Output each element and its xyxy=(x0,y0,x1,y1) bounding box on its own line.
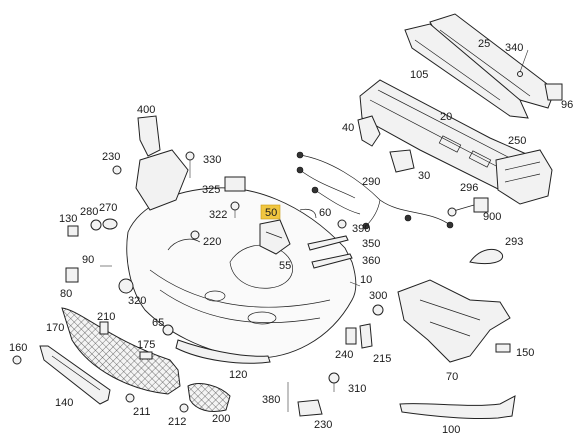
label-293: 293 xyxy=(505,236,523,248)
part-160-shape xyxy=(12,355,22,365)
part-300-shape xyxy=(372,304,384,316)
label-65: 65 xyxy=(152,317,164,329)
label-240: 240 xyxy=(335,349,353,361)
part-230-shape xyxy=(297,399,323,417)
part-30-shape xyxy=(389,149,415,173)
plate-base-140 xyxy=(39,345,111,405)
label-20: 20 xyxy=(440,111,452,123)
part-130-shape xyxy=(67,225,79,237)
bracket-70 xyxy=(397,279,511,363)
trim-strip-120 xyxy=(175,339,271,364)
label-300: 300 xyxy=(369,290,387,302)
label-140: 140 xyxy=(55,397,73,409)
label-320: 320 xyxy=(128,295,146,307)
label-270: 270 xyxy=(99,202,117,214)
label-210: 210 xyxy=(97,311,115,323)
part-60-shape xyxy=(299,208,317,219)
label-25: 25 xyxy=(478,38,490,50)
part-280-shape xyxy=(90,219,102,231)
part-900-shape xyxy=(447,197,489,217)
impact-absorber xyxy=(404,13,556,119)
label-96: 96 xyxy=(561,99,573,111)
part-212-shape xyxy=(179,403,189,413)
part-240-shape xyxy=(345,327,357,345)
wiring-harness xyxy=(296,151,454,230)
part-270-shape xyxy=(102,218,118,230)
label-30: 30 xyxy=(418,170,430,182)
part-322-shape xyxy=(230,201,240,218)
label-170: 170 xyxy=(46,322,64,334)
part-220-shape xyxy=(190,230,200,240)
label-10: 10 xyxy=(360,274,372,286)
part-360-shape xyxy=(311,253,353,269)
callout-labels: 25 340 105 96 20 400 40 250 230 330 30 2… xyxy=(9,38,573,434)
part-215-shape xyxy=(359,323,373,349)
part-10-shape xyxy=(349,281,361,287)
label-360: 360 xyxy=(362,255,380,267)
label-40: 40 xyxy=(342,122,354,134)
left-side-bracket xyxy=(112,149,246,211)
lower-grille-170 xyxy=(61,307,181,395)
label-350: 350 xyxy=(362,238,380,250)
label-211: 211 xyxy=(133,406,151,418)
part-400-shape xyxy=(137,115,161,157)
label-212: 212 xyxy=(168,416,186,428)
label-200: 200 xyxy=(212,413,230,425)
label-390: 390 xyxy=(352,223,370,235)
label-230b: 230 xyxy=(314,419,332,431)
part-40-shape xyxy=(357,115,381,147)
part-150-shape xyxy=(495,343,511,353)
part-293-shape xyxy=(469,248,504,265)
label-100: 100 xyxy=(442,424,460,434)
part-320-shape xyxy=(118,278,134,294)
mounting-bracket-right xyxy=(495,149,553,205)
part-65-shape xyxy=(162,324,174,336)
label-215: 215 xyxy=(373,353,391,365)
label-55: 55 xyxy=(279,260,291,272)
bumper-cover xyxy=(126,187,357,359)
label-120: 120 xyxy=(229,369,247,381)
label-160: 160 xyxy=(9,342,27,354)
part-80-shape xyxy=(65,267,79,283)
highlight-box-50 xyxy=(260,204,281,220)
label-230: 230 xyxy=(102,151,120,163)
label-60: 60 xyxy=(319,207,331,219)
label-325: 325 xyxy=(202,184,220,196)
label-340: 340 xyxy=(505,42,523,54)
label-105: 105 xyxy=(410,69,428,81)
label-380: 380 xyxy=(262,394,280,406)
part-340-shape xyxy=(517,49,529,77)
label-296: 296 xyxy=(460,182,478,194)
label-90: 90 xyxy=(82,254,94,266)
label-290: 290 xyxy=(362,176,380,188)
part-390-shape xyxy=(337,219,347,229)
label-400: 400 xyxy=(137,104,155,116)
part-310-shape xyxy=(328,372,340,392)
bracket-50 xyxy=(259,219,291,255)
part-96-shape xyxy=(544,83,563,101)
label-80: 80 xyxy=(60,288,72,300)
part-175-shape xyxy=(139,351,153,360)
label-280: 280 xyxy=(80,206,98,218)
label-330: 330 xyxy=(203,154,221,166)
part-210-shape xyxy=(99,321,109,335)
label-322: 322 xyxy=(209,209,227,221)
label-250: 250 xyxy=(508,135,526,147)
label-130: 130 xyxy=(59,213,77,225)
label-175: 175 xyxy=(137,339,155,351)
part-350-shape xyxy=(307,235,349,251)
label-50: 50 xyxy=(265,207,277,219)
label-900: 900 xyxy=(483,211,501,223)
label-220: 220 xyxy=(203,236,221,248)
label-150: 150 xyxy=(516,347,534,359)
part-211-shape xyxy=(125,393,135,403)
side-grille-200 xyxy=(187,383,231,413)
part-100-shape xyxy=(399,395,516,420)
label-310: 310 xyxy=(348,383,366,395)
label-70: 70 xyxy=(446,371,458,383)
